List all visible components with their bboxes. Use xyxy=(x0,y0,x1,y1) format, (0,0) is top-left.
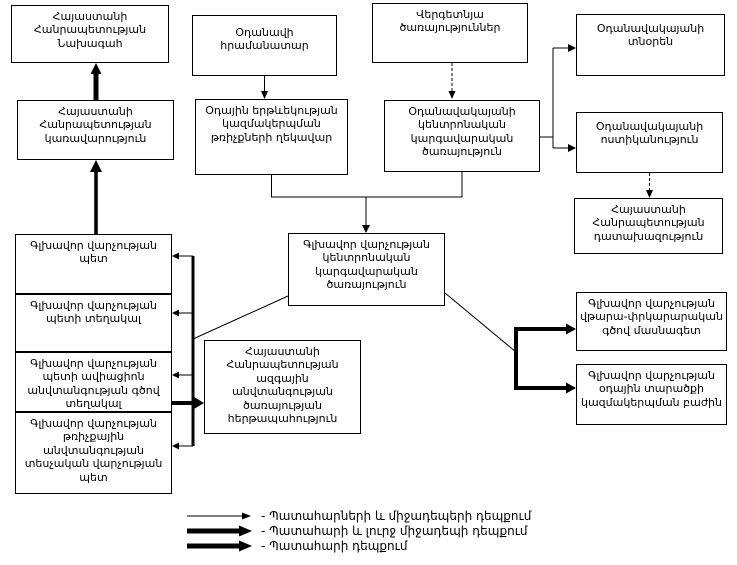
box-aviation-security-deputy: Գլխավոր վարչության պետի ավիացիոն անվտանգ… xyxy=(15,352,172,412)
legend: - Պատահարների և միջադեպերի դեպքում - Պատ… xyxy=(185,508,531,553)
box-chief-head: Գլխավոր վարչության պետ xyxy=(15,234,172,294)
legend-item-incidents: - Պատահարների և միջադեպերի դեպքում xyxy=(185,508,531,523)
box-prosecutor: Հայաստանի Հանրապետության դատախազություն xyxy=(574,198,723,254)
connector-dispatcher-to-director-and-police xyxy=(540,44,576,152)
arrow-commander-to-flight-manager xyxy=(261,76,268,99)
legend-item-serious-incident: - Պատահարի և լուրջ միջադեպի դեպքում xyxy=(185,523,531,538)
box-flight-safety-inspection-head: Գլխավոր վարչության թռիչքային անվտանգությ… xyxy=(15,412,172,494)
legend-label: - Պատահարի և լուրջ միջադեպի դեպքում xyxy=(261,523,528,538)
arrow-police-to-prosecutor xyxy=(646,173,653,198)
arrow-chief-head-to-government xyxy=(90,160,102,234)
box-aircraft-commander: Օդանավի հրամանատար xyxy=(192,15,337,76)
connector-central-to-left-officials xyxy=(172,252,289,450)
double-line-arrow-icon xyxy=(187,525,252,536)
legend-label: - Պատահարի դեպքում xyxy=(261,538,408,553)
legend-item-accident: - Պատահարի դեպքում xyxy=(185,538,531,553)
legend-label: - Պատահարների և միջադեպերի դեպքում xyxy=(261,508,532,523)
box-airspace-division: Գլխավոր վարչության օդային տարածքի կազմակ… xyxy=(576,364,727,425)
box-nss-duty: Հայաստանի Հանրապետության ազգային անվտանգ… xyxy=(204,340,361,434)
box-flight-manager: Օդային երթևեկության կազմակերպման թռիչքնե… xyxy=(195,99,348,175)
box-airport-director: Օդանավակայանի տնօրեն xyxy=(576,14,725,76)
box-chief-deputy: Գլխավոր վարչության պետի տեղակալ xyxy=(15,294,172,352)
box-airport-police: Օդանավակայանի ոստիկանություն xyxy=(576,112,723,173)
connector-managers-to-central-dispatcher xyxy=(271,172,463,233)
thin-arrow-icon xyxy=(187,512,251,519)
box-ground-services: Վերգետնյա ծառայություններ xyxy=(372,3,528,63)
box-airport-dispatcher: Օդանավակայանի կենտրոնական կարգավարական ծ… xyxy=(384,100,540,172)
arrow-government-to-president xyxy=(90,63,102,100)
box-central-dispatcher: Գլխավոր վարչության կենտրոնական կարգավարա… xyxy=(288,233,445,306)
thick-arrow-icon xyxy=(187,540,252,551)
connector-central-to-right-divisions xyxy=(444,292,576,394)
arrow-aviation-deputy-to-nss xyxy=(172,397,204,409)
box-president: Հայաստանի Հանրապետության Նախագահ xyxy=(11,5,169,63)
arrow-ground-services-to-airport-dispatcher xyxy=(448,63,456,99)
box-rescue-specialist: Գլխավոր վարչության վթարա-փրկարարական գծո… xyxy=(576,292,727,351)
box-government: Հայաստանի Հանրապետության կառավարություն xyxy=(17,100,174,160)
